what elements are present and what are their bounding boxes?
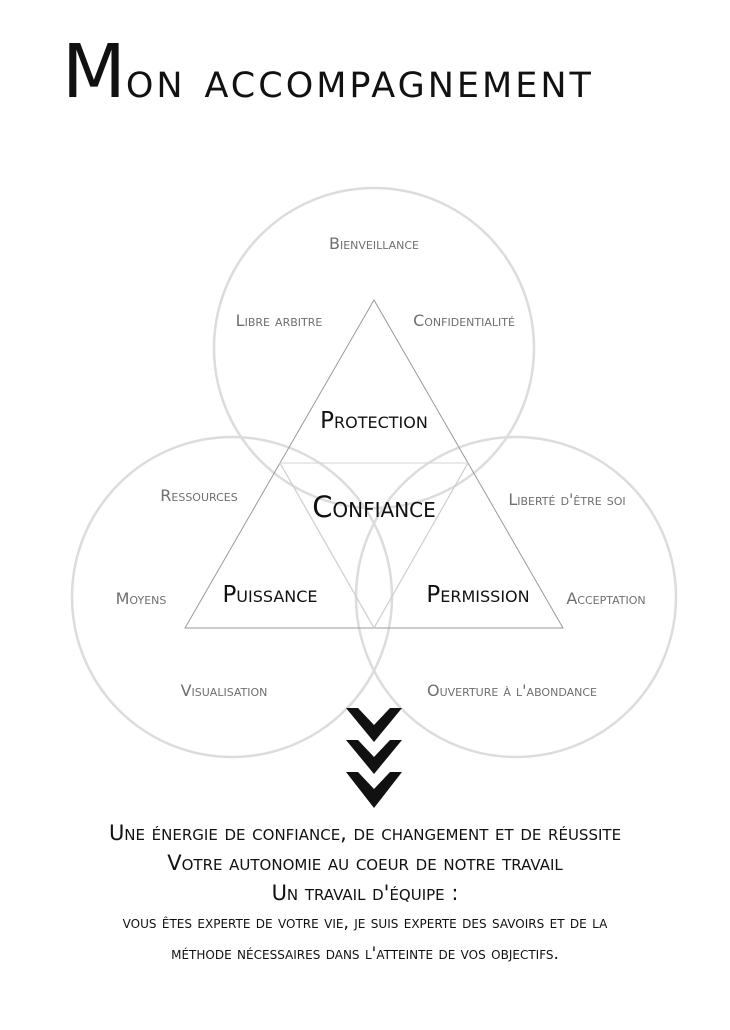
- word-confidentialite: Confidentialité: [413, 311, 515, 330]
- word-ouverture-abondance: Ouverture à l'abondance: [427, 681, 597, 700]
- triple-chevron-down-icon: [346, 708, 402, 808]
- label-confiance: Confiance: [312, 490, 436, 524]
- bottom-line-1: Une énergie de confiance, de changement …: [108, 821, 622, 845]
- title-first-letter: M: [62, 29, 126, 115]
- word-libre-arbitre: Libre arbitre: [236, 311, 323, 330]
- word-bienveillance: Bienveillance: [329, 234, 419, 253]
- word-liberte-etre-soi: Liberté d'être soi: [508, 490, 625, 509]
- bottom-line-3: Un travail d'équipe :: [271, 881, 459, 905]
- word-visualisation: Visualisation: [181, 681, 268, 700]
- label-puissance: Puissance: [222, 582, 317, 608]
- title-rest: on accompagnement: [125, 51, 594, 109]
- bottom-line-2: Votre autonomie au coeur de notre travai…: [167, 851, 563, 875]
- bottom-line-4: vous êtes experte de votre vie, je suis …: [122, 913, 608, 933]
- venn-diagram: Bienveillance Libre arbitre Confidential…: [70, 186, 678, 808]
- label-protection: Protection: [320, 408, 428, 434]
- word-ressources: Ressources: [160, 486, 237, 505]
- top-circle: [212, 186, 536, 510]
- word-moyens: Moyens: [116, 589, 167, 608]
- bottom-line-5: méthode nécessaires dans l'atteinte de v…: [171, 944, 559, 964]
- core-triangle: [279, 462, 469, 630]
- label-permission: Permission: [426, 582, 529, 608]
- bottom-text: Une énergie de confiance, de changement …: [0, 818, 730, 970]
- page-title: Mon accompagnement: [62, 32, 702, 120]
- word-acceptation: Acceptation: [566, 589, 645, 608]
